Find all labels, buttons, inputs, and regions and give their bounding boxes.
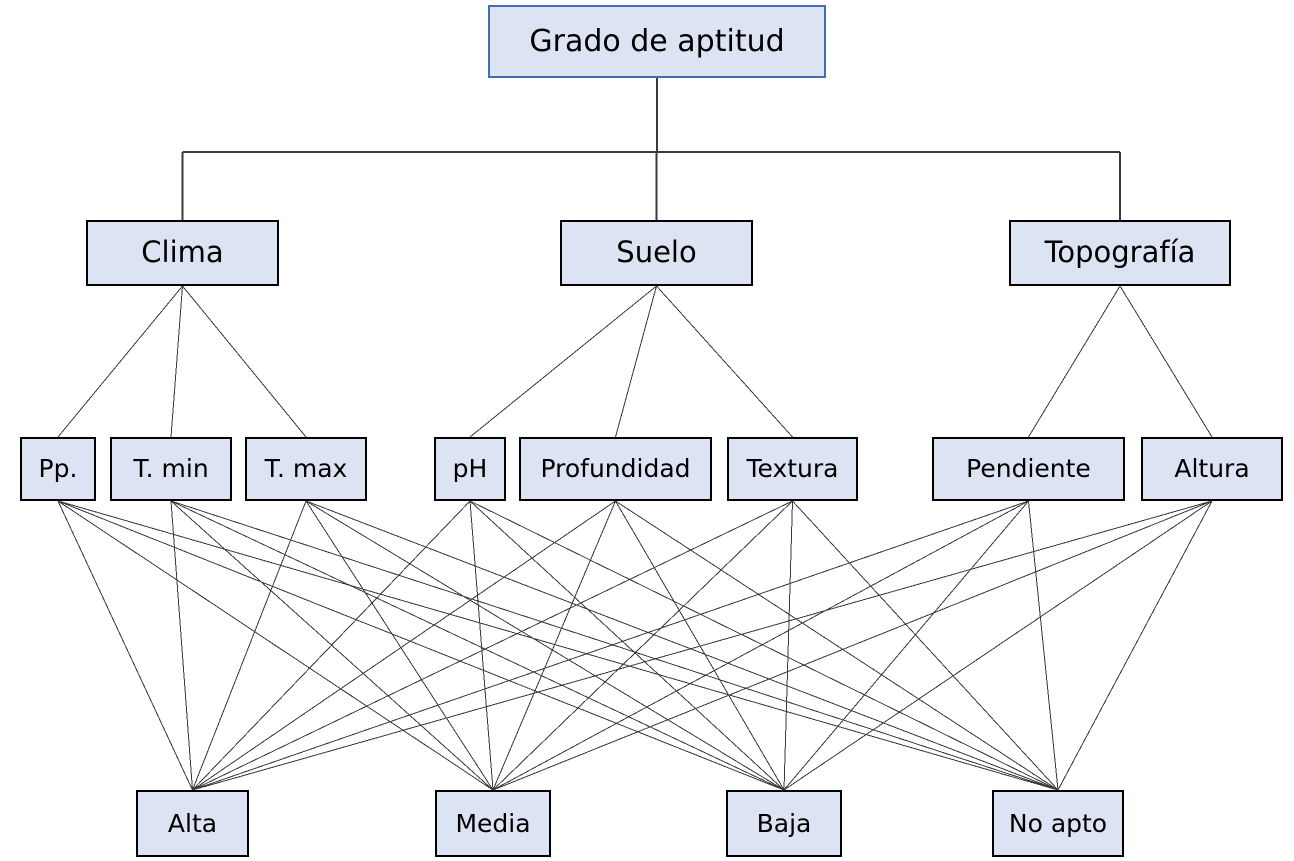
edge-subcriterion-to-alternative <box>170 500 193 791</box>
edge-subcriterion-to-alternative <box>492 500 1213 791</box>
edge-subcriterion-to-alternative <box>1057 500 1213 791</box>
node-topografia[interactable]: Topografía <box>1009 220 1231 286</box>
node-label: Media <box>455 808 531 838</box>
node-pendiente[interactable]: Pendiente <box>932 437 1125 501</box>
node-label: T. min <box>133 454 209 484</box>
edge-subcriterion-to-alternative <box>170 500 494 791</box>
edge-subcriterion-to-alternative <box>792 500 1059 791</box>
node-baja[interactable]: Baja <box>726 790 842 857</box>
node-label: Clima <box>141 235 224 270</box>
node-label: Topografía <box>1044 235 1196 270</box>
edge-subcriterion-to-alternative <box>615 500 785 791</box>
edge-criterion-to-subcriterion <box>469 285 657 438</box>
edge-criterion-to-subcriterion <box>170 285 183 438</box>
edge-subcriterion-to-alternative <box>492 500 1029 791</box>
node-noapto[interactable]: No apto <box>992 790 1124 857</box>
node-media[interactable]: Media <box>435 790 551 857</box>
edge-subcriterion-to-alternative <box>57 500 193 791</box>
edge-criterion-to-subcriterion <box>182 285 307 438</box>
edge-subcriterion-to-alternative <box>192 500 471 791</box>
node-label: Pp. <box>38 454 78 484</box>
node-label: No apto <box>1008 808 1108 838</box>
edge-subcriterion-to-alternative <box>170 500 785 791</box>
edge-subcriterion-to-alternative <box>615 500 1059 791</box>
node-label: Alta <box>167 808 218 838</box>
edge-subcriterion-to-alternative <box>783 500 793 791</box>
node-label: Profundidad <box>540 454 691 484</box>
edge-subcriterion-to-alternative <box>192 500 793 791</box>
node-label: pH <box>452 454 488 484</box>
edge-subcriterion-to-alternative <box>192 500 616 791</box>
edge-subcriterion-to-alternative <box>57 500 785 791</box>
node-tmin[interactable]: T. min <box>110 437 232 501</box>
edge-subcriterion-to-alternative <box>783 500 1213 791</box>
edge-criterion-to-subcriterion <box>57 285 183 438</box>
node-profundidad[interactable]: Profundidad <box>519 437 712 501</box>
edge-criterion-to-subcriterion <box>615 285 657 438</box>
node-clima[interactable]: Clima <box>86 220 279 286</box>
edge-subcriterion-to-alternative <box>57 500 1059 791</box>
edge-subcriterion-to-alternative <box>469 500 494 791</box>
edge-subcriterion-to-alternative <box>469 500 1059 791</box>
edge-subcriterion-to-alternative <box>1028 500 1059 791</box>
node-label: Textura <box>746 454 839 484</box>
node-label: Baja <box>756 808 812 838</box>
node-altura[interactable]: Altura <box>1141 437 1283 501</box>
edge-criterion-to-subcriterion <box>1119 285 1213 438</box>
edge-subcriterion-to-alternative <box>170 500 1059 791</box>
node-label: Altura <box>1174 454 1250 484</box>
edge-criterion-to-subcriterion <box>1028 285 1121 438</box>
node-pp[interactable]: Pp. <box>20 437 96 501</box>
node-suelo[interactable]: Suelo <box>560 220 753 286</box>
node-goal[interactable]: Grado de aptitud <box>488 5 826 78</box>
edge-subcriterion-to-alternative <box>305 500 494 791</box>
edge-subcriterion-to-alternative <box>305 500 785 791</box>
node-textura[interactable]: Textura <box>727 437 858 501</box>
node-tmax[interactable]: T. max <box>245 437 367 501</box>
edge-criterion-to-subcriterion <box>656 285 793 438</box>
edge-subcriterion-to-alternative <box>492 500 793 791</box>
edge-subcriterion-to-alternative <box>192 500 307 791</box>
node-label: Pendiente <box>966 454 1091 484</box>
edge-subcriterion-to-alternative <box>783 500 1029 791</box>
node-ph[interactable]: pH <box>434 437 506 501</box>
edge-subcriterion-to-alternative <box>492 500 616 791</box>
edge-subcriterion-to-alternative <box>305 500 1059 791</box>
edge-subcriterion-to-alternative <box>192 500 1029 791</box>
edge-subcriterion-to-alternative <box>469 500 785 791</box>
node-label: T. max <box>264 454 348 484</box>
edge-subcriterion-to-alternative <box>192 500 1213 791</box>
node-label: Grado de aptitud <box>529 24 785 59</box>
edge-subcriterion-to-alternative <box>57 500 494 791</box>
node-label: Suelo <box>616 235 697 270</box>
node-alta[interactable]: Alta <box>136 790 249 857</box>
